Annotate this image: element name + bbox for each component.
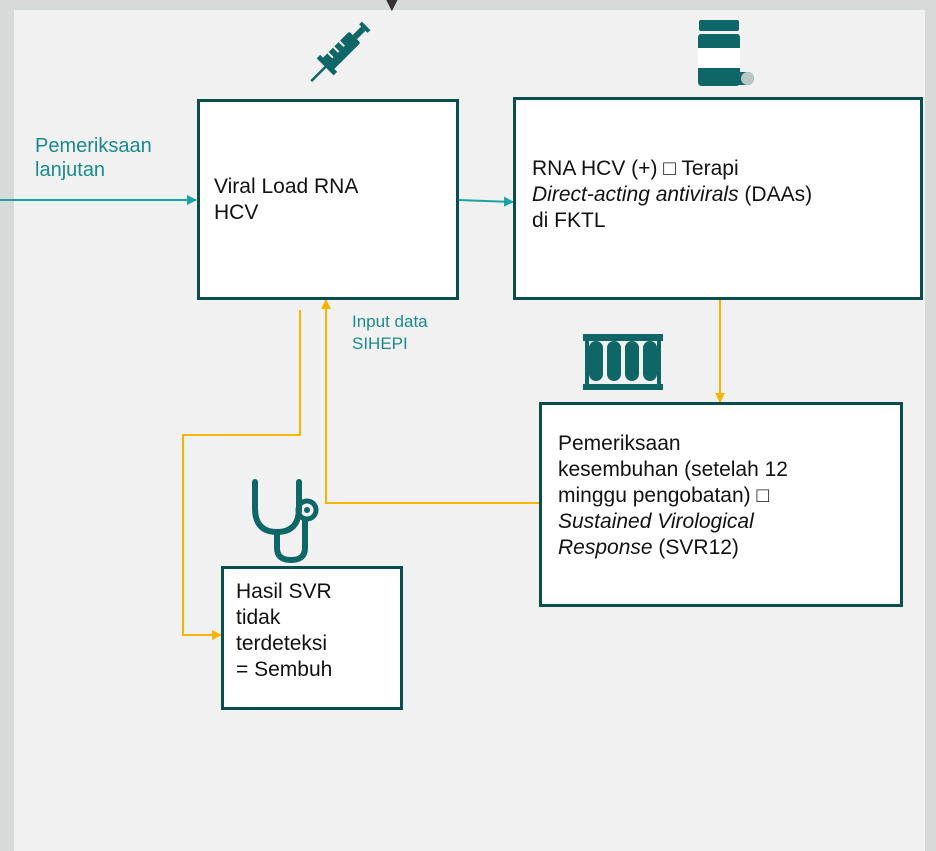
box-text-line: di FKTL bbox=[532, 209, 606, 232]
box-svr-check: Pemeriksaan kesembuhan (setelah 12 mingg… bbox=[539, 402, 903, 607]
label-line: Input data bbox=[352, 312, 428, 331]
arrow-to-therapy bbox=[457, 196, 514, 207]
box-text-line: = Sembuh bbox=[236, 658, 333, 681]
box-text-line: Direct-acting antivirals (DAAs) bbox=[532, 182, 920, 208]
box-text-line: terdeteksi bbox=[236, 632, 328, 655]
label-line: SIHEPI bbox=[352, 334, 408, 353]
test-tubes-icon bbox=[583, 334, 663, 390]
label-input-data: Input data SIHEPI bbox=[352, 311, 428, 355]
label-line: lanjutan bbox=[35, 159, 106, 181]
box-text-line: Pemeriksaan bbox=[558, 432, 681, 455]
pill-bottle-icon bbox=[698, 20, 754, 86]
box-text-line: Sustained Virological bbox=[558, 510, 754, 533]
box-result: Hasil SVR tidak terdeteksi = Sembuh bbox=[221, 566, 403, 710]
arrow-to-result bbox=[182, 310, 301, 640]
box-text-rest: (DAAs) bbox=[738, 183, 813, 206]
box-text-line: HCV bbox=[214, 201, 259, 224]
box-text-rest: (SVR12) bbox=[652, 536, 739, 559]
box-text-line: kesembuhan (setelah 12 bbox=[558, 458, 788, 481]
box-text-italic: Direct-acting antivirals bbox=[532, 183, 739, 206]
box-text-italic: Response bbox=[558, 536, 653, 559]
top-glyph: ▼ bbox=[381, 0, 403, 16]
frame-right-border bbox=[925, 0, 936, 851]
label-line: Pemeriksaan bbox=[35, 135, 152, 157]
box-text-line: Viral Load RNA bbox=[214, 175, 359, 198]
label-pemeriksaan-lanjutan: Pemeriksaan lanjutan bbox=[35, 134, 152, 182]
box-text-line: tidak bbox=[236, 606, 281, 629]
stethoscope-icon bbox=[252, 479, 319, 564]
box-viral-load: Viral Load RNA HCV bbox=[197, 99, 459, 300]
frame-left-border bbox=[0, 0, 14, 851]
box-text-line: RNA HCV (+) □ Terapi bbox=[532, 157, 739, 180]
syringe-icon bbox=[310, 21, 371, 83]
box-text-line: Response (SVR12) bbox=[558, 535, 900, 561]
box-text-line: Hasil SVR bbox=[236, 580, 332, 603]
arrow-input-data bbox=[321, 299, 540, 504]
frame-top-border bbox=[0, 0, 936, 10]
box-therapy: RNA HCV (+) □ Terapi Direct-acting antiv… bbox=[513, 97, 923, 300]
box-text-line: minggu pengobatan) □ bbox=[558, 484, 770, 507]
